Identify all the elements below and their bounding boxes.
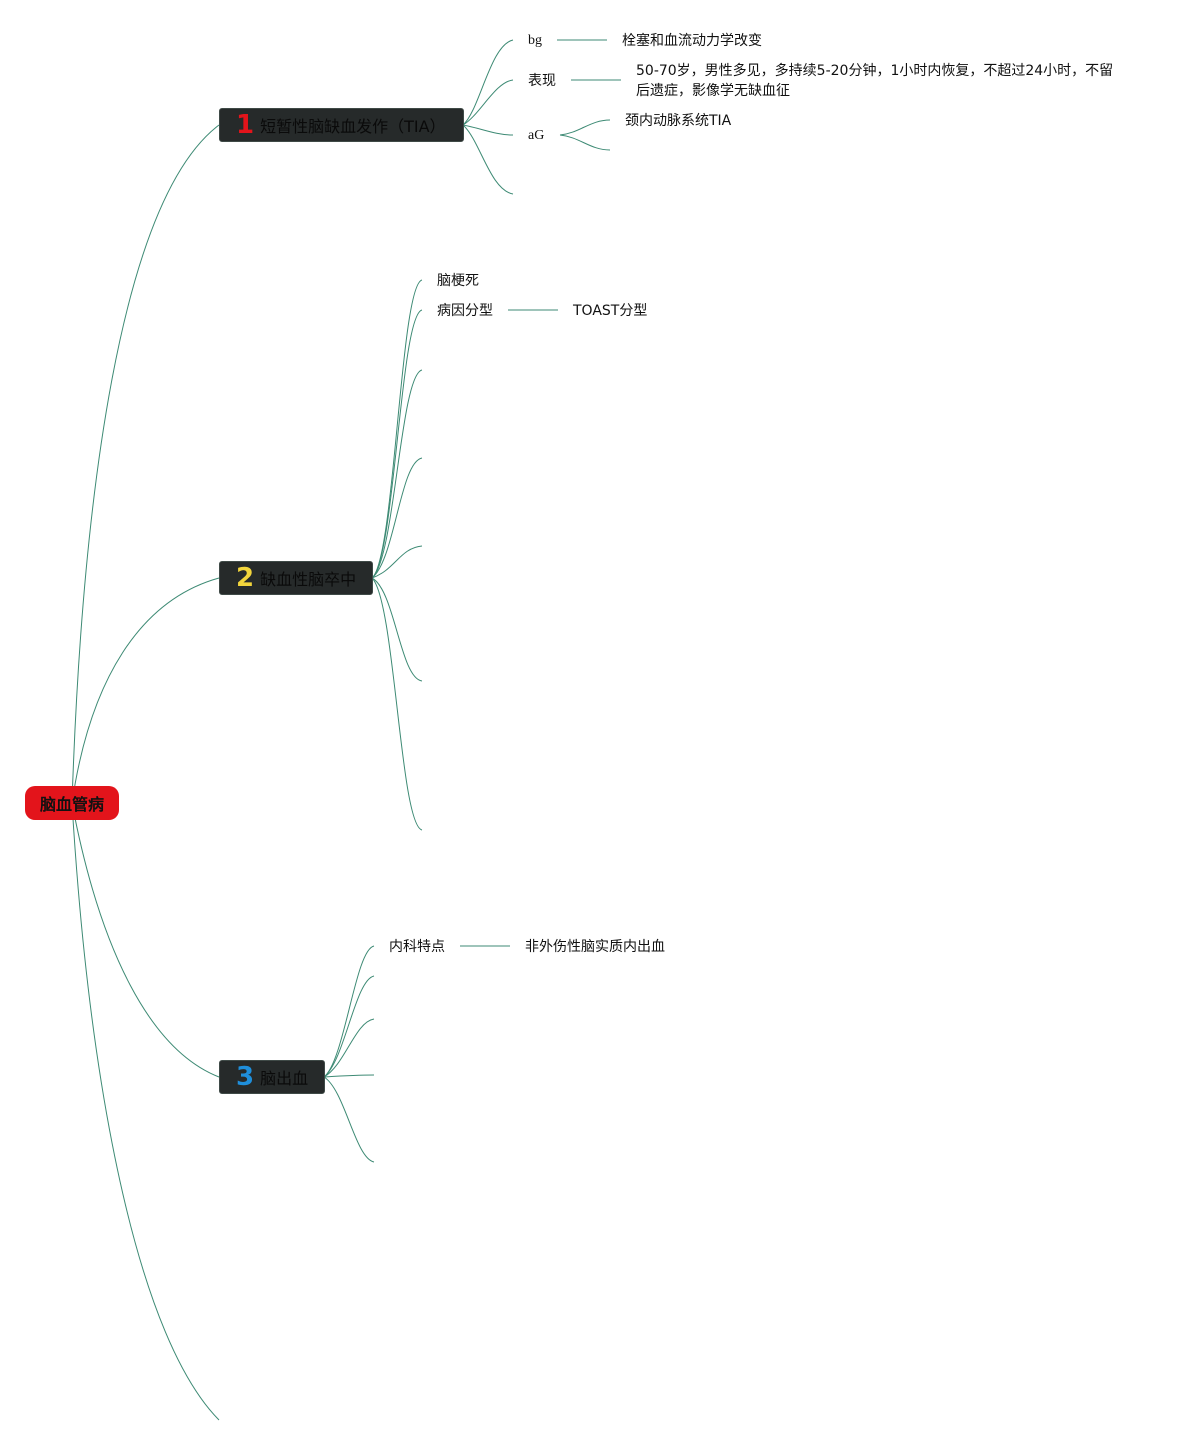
topic-bg[interactable]: bg: [528, 31, 542, 51]
topic-bg-detail[interactable]: 栓塞和血流动力学改变: [622, 31, 762, 51]
branch-ischemic-stroke[interactable]: 2 缺血性脑卒中: [219, 561, 373, 595]
edge-ag-detail-1: [559, 119, 611, 136]
edge-ich-c4: [323, 1074, 375, 1078]
topic-biaoxian-detail[interactable]: 50-70岁，男性多见，多持续5-20分钟，1小时内恢复，不超过24小时，不留后…: [636, 61, 1126, 101]
topic-toast-label: TOAST分型: [573, 303, 648, 319]
edge-isc-c3: [371, 369, 423, 579]
topic-biaoxian-detail-label: 50-70岁，男性多见，多持续5-20分钟，1小时内恢复，不超过24小时，不留后…: [636, 63, 1114, 99]
topic-neike-detail-label: 非外伤性脑实质内出血: [525, 939, 665, 955]
topic-neike-tedian-label: 内科特点: [389, 939, 445, 955]
branch-ich-label: 脑出血: [260, 1069, 309, 1088]
edge-isc-c6: [371, 577, 423, 682]
topic-neike-tedian[interactable]: 内科特点: [389, 937, 445, 957]
edge-ich-c2: [323, 975, 375, 1078]
edge-root-ischemic: [71, 577, 220, 804]
edge-tia-ag: [462, 124, 514, 136]
topic-bingyin-fenxing-label: 病因分型: [437, 303, 493, 319]
topic-ag[interactable]: aG: [528, 126, 544, 146]
edge-root-more: [71, 802, 220, 1421]
edge-ag-detail-2: [559, 134, 611, 151]
topic-ag-detail[interactable]: 颈内动脉系统TIA: [625, 111, 731, 131]
topic-neike-detail[interactable]: 非外伤性脑实质内出血: [525, 937, 665, 957]
topic-naogengsi-label: 脑梗死: [437, 273, 479, 289]
edge-isc-c4: [371, 457, 423, 579]
branch-tia-label: 短暂性脑缺血发作（TIA）: [260, 117, 446, 136]
edge-isc-c7: [371, 577, 423, 831]
branch-ischemic-stroke-label: 缺血性脑卒中: [260, 570, 357, 589]
edge-isc-bingyin: [371, 309, 423, 579]
topic-bg-detail-label: 栓塞和血流动力学改变: [622, 33, 762, 49]
topic-ag-detail-label: 颈内动脉系统TIA: [625, 113, 732, 129]
edge-ich-c3: [323, 1018, 375, 1078]
branch-tia[interactable]: 1 短暂性脑缺血发作（TIA）: [219, 108, 464, 142]
topic-naogengsi[interactable]: 脑梗死: [437, 271, 479, 291]
edge-ich-neike: [323, 945, 375, 1078]
topic-toast[interactable]: TOAST分型: [573, 301, 647, 321]
edge-isc-naogengsi: [371, 279, 423, 579]
topic-bg-label: bg: [528, 33, 542, 48]
branch-number-badge: 3: [236, 1062, 255, 1092]
branch-ich[interactable]: 3 脑出血: [219, 1060, 325, 1094]
topic-ag-label: aG: [528, 128, 545, 143]
topic-bingyin-fenxing[interactable]: 病因分型: [437, 301, 493, 321]
branch-number-badge: 1: [236, 110, 255, 140]
edge-ich-c5: [323, 1076, 375, 1163]
edge-tia-bg: [462, 39, 514, 126]
topic-biaoxian-label: 表现: [528, 73, 556, 89]
topic-biaoxian[interactable]: 表现: [528, 71, 556, 91]
edge-tia-biaoxian: [462, 79, 514, 126]
edge-root-ich: [71, 802, 220, 1078]
edge-root-tia: [71, 124, 220, 804]
edge-tia-more: [462, 124, 514, 195]
edge-isc-c5: [371, 545, 423, 579]
branch-number-badge: 2: [236, 563, 255, 593]
root-topic-label: 脑血管病: [39, 795, 104, 814]
root-topic[interactable]: 脑血管病: [25, 786, 119, 820]
